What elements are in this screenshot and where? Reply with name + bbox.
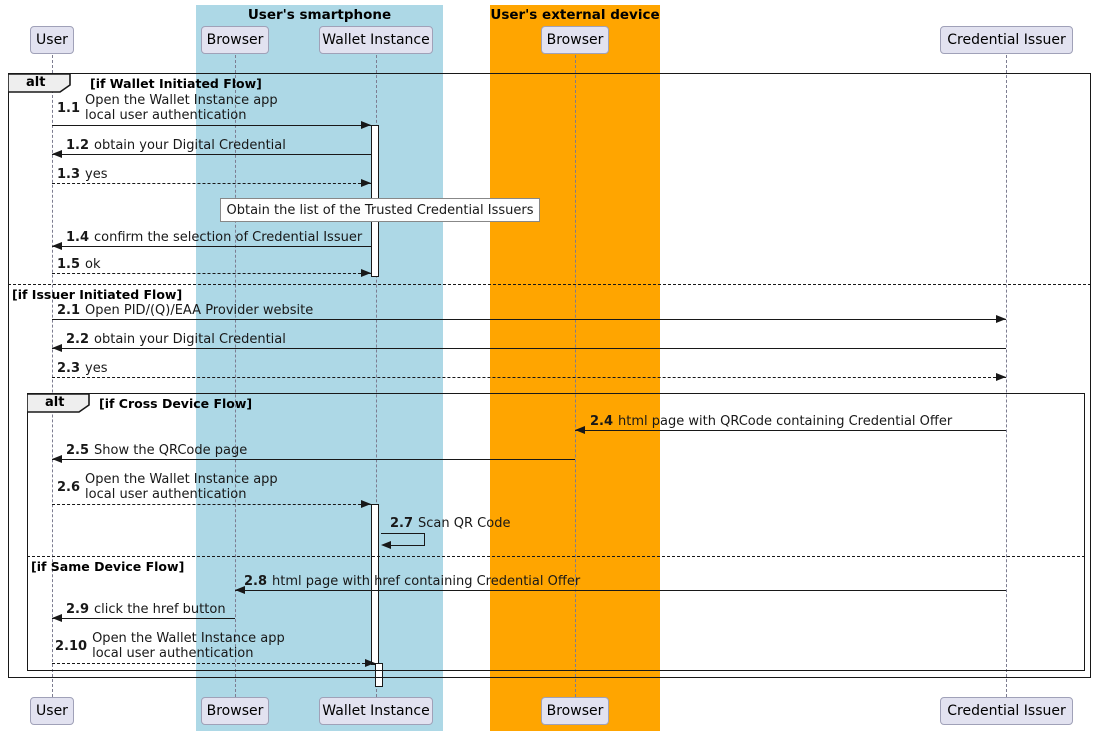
participant-credential-issuer-label: Credential Issuer <box>947 32 1066 48</box>
message-1-1-line1: Open the Wallet Instance app <box>85 93 278 108</box>
message-1-3-arrowhead <box>361 179 371 187</box>
participant-user-top: User <box>30 26 74 54</box>
lifeline-credential-issuer <box>1006 55 1007 697</box>
alt-frame-outer <box>8 73 1091 678</box>
lifeline-browser-smartphone <box>235 55 236 697</box>
message-1-4-arrowhead <box>52 242 62 250</box>
divider-same-device <box>27 556 1085 557</box>
alt-keyword-inner: alt <box>45 395 65 410</box>
message-2-6-line2: local user authentication <box>85 487 247 502</box>
divider-same-device-label: [if Same Device Flow] <box>31 559 185 574</box>
participant-user-label: User <box>36 32 68 48</box>
participant-browser-smartphone-label-bottom: Browser <box>206 703 264 719</box>
message-2-6-num: 2.6 <box>57 479 81 495</box>
message-1-1-arrow <box>52 125 371 126</box>
message-2-4-arrowhead <box>575 426 585 434</box>
message-2-7-self-bottom <box>388 545 425 546</box>
external-device-group-title: User's external device <box>490 7 660 23</box>
alt-keyword-outer: alt <box>26 75 46 90</box>
message-2-6-arrow <box>52 504 371 505</box>
note-trusted-issuers-text: Obtain the list of the Trusted Credentia… <box>226 202 534 218</box>
message-2-10-line2: local user authentication <box>92 646 254 661</box>
note-trusted-issuers: Obtain the list of the Trusted Credentia… <box>220 198 540 222</box>
message-2-2-arrow <box>52 348 1006 349</box>
message-2-10-arrow <box>52 663 375 664</box>
divider-issuer-initiated-label: [if Issuer Initiated Flow] <box>12 287 183 302</box>
message-1-5-arrowhead <box>361 269 371 277</box>
participant-wallet-instance-label: Wallet Instance <box>322 32 430 48</box>
message-2-7-self-top <box>381 533 425 534</box>
lifeline-wallet-instance <box>376 55 377 697</box>
message-2-7-arrowhead <box>381 541 391 549</box>
participant-browser-smartphone-label: Browser <box>206 32 264 48</box>
participant-browser-smartphone-top: Browser <box>201 26 269 54</box>
message-2-10-num: 2.10 <box>55 638 88 654</box>
alt-condition-outer: [if Wallet Initiated Flow] <box>90 76 262 91</box>
participant-wallet-instance-label-bottom: Wallet Instance <box>322 703 430 719</box>
message-2-6-label: 2.6 Open the Wallet Instance app local u… <box>57 472 278 502</box>
message-2-6-line1: Open the Wallet Instance app <box>85 472 278 487</box>
smartphone-group-title: User's smartphone <box>247 7 392 23</box>
divider-issuer-initiated <box>8 284 1091 285</box>
message-1-3-arrow <box>52 183 371 184</box>
message-2-10-arrowhead <box>365 659 375 667</box>
message-2-5-arrow <box>52 459 575 460</box>
participant-user-bottom: User <box>30 697 74 725</box>
message-1-1-num: 1.1 <box>57 100 81 116</box>
participant-browser-external-top: Browser <box>541 26 609 54</box>
message-2-3-arrowhead <box>996 373 1006 381</box>
alt-frame-outer-header <box>8 73 71 93</box>
participant-browser-external-bottom: Browser <box>541 697 609 725</box>
message-2-4-arrow <box>575 430 1006 431</box>
activation-wallet-3 <box>375 663 383 687</box>
participant-wallet-instance-bottom: Wallet Instance <box>319 697 433 725</box>
message-1-2-arrow <box>52 154 371 155</box>
participant-browser-external-label-bottom: Browser <box>546 703 604 719</box>
message-2-8-arrow <box>235 590 1006 591</box>
message-2-1-arrow <box>52 319 1006 320</box>
participant-credential-issuer-bottom: Credential Issuer <box>940 697 1073 725</box>
alt-frame-inner-header <box>27 393 90 413</box>
participant-credential-issuer-top: Credential Issuer <box>940 26 1073 54</box>
message-2-5-arrowhead <box>52 455 62 463</box>
message-2-6-arrowhead <box>361 500 371 508</box>
message-2-1-arrowhead <box>996 315 1006 323</box>
message-2-8-arrowhead <box>235 586 245 594</box>
alt-condition-inner: [if Cross Device Flow] <box>99 396 253 411</box>
participant-browser-smartphone-bottom: Browser <box>201 697 269 725</box>
message-1-1-line2: local user authentication <box>85 108 247 123</box>
smartphone-group-box <box>196 5 443 731</box>
message-2-10-label: 2.10 Open the Wallet Instance app local … <box>55 631 285 661</box>
message-1-2-arrowhead <box>52 150 62 158</box>
participant-wallet-instance-top: Wallet Instance <box>319 26 433 54</box>
message-2-2-arrowhead <box>52 344 62 352</box>
message-2-9-arrowhead <box>52 614 62 622</box>
participant-browser-external-label: Browser <box>546 32 604 48</box>
message-2-10-line1: Open the Wallet Instance app <box>92 631 285 646</box>
lifeline-browser-external <box>575 55 576 697</box>
message-1-1-arrowhead <box>361 121 371 129</box>
lifeline-user <box>52 55 53 697</box>
message-1-4-arrow <box>52 246 371 247</box>
alt-frame-inner <box>27 393 1085 671</box>
participant-credential-issuer-label-bottom: Credential Issuer <box>947 703 1066 719</box>
message-1-1-label: 1.1 Open the Wallet Instance app local u… <box>57 93 278 123</box>
participant-user-label-bottom: User <box>36 703 68 719</box>
message-2-3-arrow <box>52 377 1006 378</box>
message-2-9-arrow <box>52 618 235 619</box>
message-2-7-self-side <box>424 533 425 546</box>
message-1-5-arrow <box>52 273 371 274</box>
